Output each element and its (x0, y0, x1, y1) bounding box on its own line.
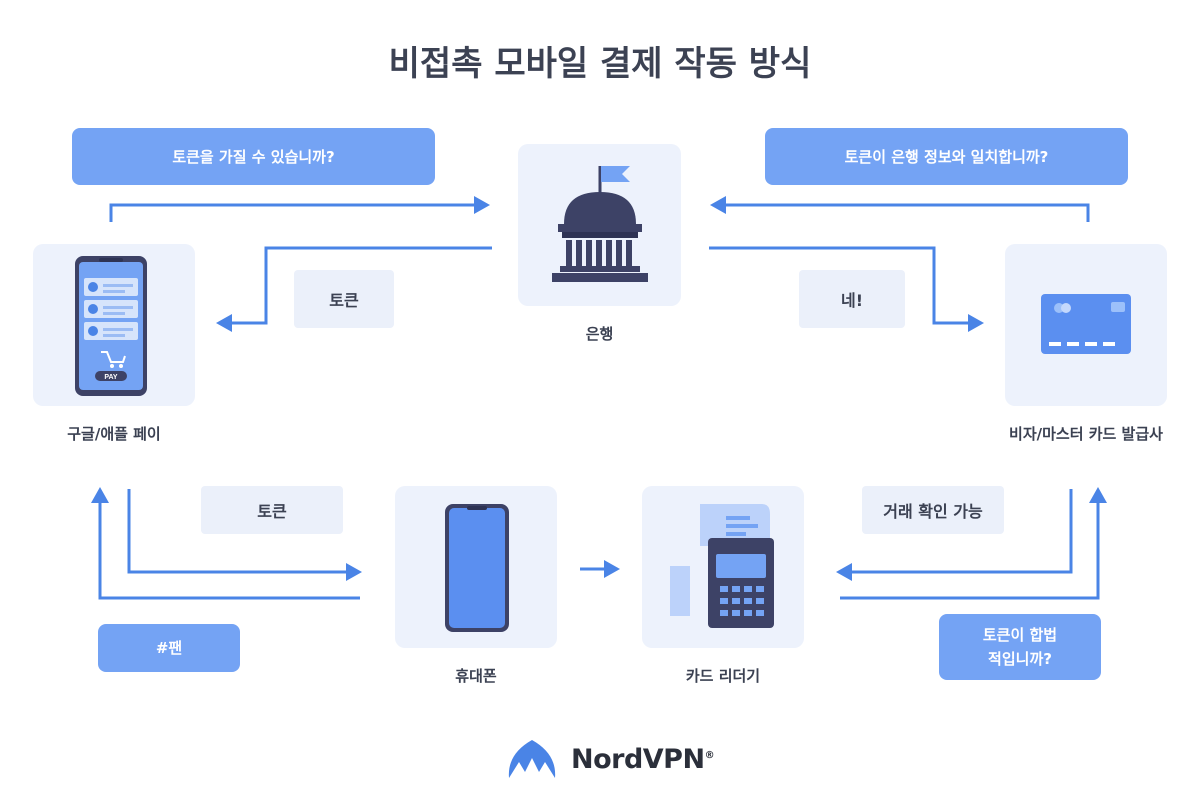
arrowhead (91, 487, 109, 503)
card-reader-tile (642, 486, 804, 648)
arrowhead (474, 196, 490, 214)
card-reader-caption: 카드 리더기 (685, 667, 761, 685)
bubble-can-have-token: 토큰을 가질 수 있습니까? (72, 128, 435, 185)
arrow-bank-to-issuer (709, 246, 968, 325)
phone-tile (395, 486, 557, 648)
page-title: 비접촉 모바일 결제 작동 방식 (388, 44, 812, 84)
bank-icon (552, 166, 648, 282)
arrowhead (710, 196, 726, 214)
pay-badge-label: PAY (104, 374, 118, 381)
token-label-phone: 토큰 (201, 486, 343, 534)
brand-logo: NordVPN® (505, 736, 715, 782)
pan-bubble: #팬 (98, 624, 240, 672)
arrow-pay-to-phone (127, 489, 346, 574)
yes-label: 네! (799, 270, 905, 328)
smartphone-pay-icon: PAY (75, 256, 147, 396)
arrowhead (604, 560, 620, 578)
nordvpn-logo-icon (508, 740, 556, 778)
arrowhead (968, 314, 984, 332)
arrow-phone-to-pay (98, 503, 360, 600)
arrowhead (1089, 487, 1107, 503)
arrow-issuer-to-bank (724, 203, 1090, 222)
bubble-token-legit: 토큰이 합법 적입니까? (939, 614, 1101, 680)
google-apple-pay-tile: PAY (33, 244, 195, 406)
token-label-bank: 토큰 (294, 270, 394, 328)
registered-mark: ® (704, 749, 715, 761)
arrow-reader-to-issuer (840, 503, 1100, 600)
phone-caption: 휴대폰 (455, 667, 497, 685)
flag-icon (598, 166, 630, 196)
card-reader-icon (670, 504, 774, 628)
arrow-pay-to-bank (109, 203, 476, 222)
bank-caption: 은행 (585, 325, 614, 343)
arrowhead (216, 314, 232, 332)
card-issuer-caption: 비자/마스터 카드 발급사 (1009, 425, 1163, 443)
brand-name: NordVPN® (571, 743, 715, 775)
arrowhead (836, 563, 852, 581)
arrowhead (346, 563, 362, 581)
bubble-token-matches-bank: 토큰이 은행 정보와 일치합니까? (765, 128, 1128, 185)
card-issuer-tile (1005, 244, 1167, 406)
arrow-bank-to-pay (232, 246, 492, 325)
arrow-issuer-to-reader (852, 489, 1073, 574)
credit-card-icon (1041, 294, 1131, 354)
bank-tile (518, 144, 681, 306)
smartphone-icon (445, 504, 509, 632)
transaction-ok-label: 거래 확인 가능 (862, 486, 1004, 534)
google-apple-pay-caption: 구글/애플 페이 (67, 425, 161, 443)
